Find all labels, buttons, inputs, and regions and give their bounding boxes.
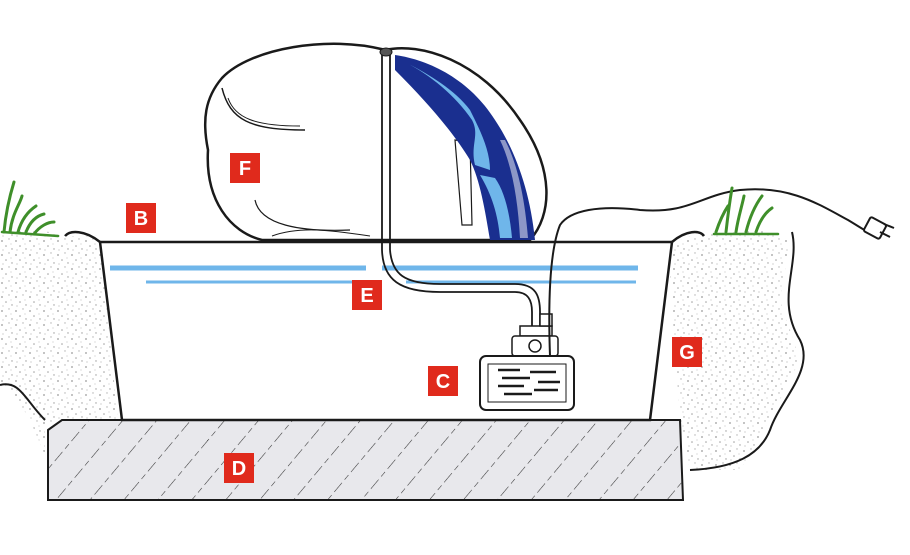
svg-text:D: D [232, 458, 246, 480]
basin [64, 230, 706, 422]
grass-left-icon [0, 180, 60, 238]
plug-icon [863, 216, 895, 240]
label-e: E [352, 280, 382, 310]
svg-text:C: C [436, 371, 450, 393]
water-lines [110, 265, 638, 284]
svg-text:E: E [360, 285, 373, 307]
label-c: C [428, 366, 458, 396]
pump [479, 313, 575, 411]
ground-right-edge [689, 231, 805, 471]
power-cord [548, 188, 869, 357]
label-b: B [126, 203, 156, 233]
svg-text:F: F [239, 158, 251, 180]
ground-left [0, 228, 118, 455]
svg-text:G: G [679, 342, 695, 364]
ground-left-edge [0, 383, 46, 421]
concrete-slab [47, 419, 685, 501]
label-f: F [230, 153, 260, 183]
fountain-pipe [379, 47, 541, 330]
water-cascade [395, 55, 535, 240]
ground-right [668, 230, 800, 470]
svg-text:B: B [134, 208, 148, 230]
label-g: G [672, 337, 702, 367]
grass-right-icon [712, 186, 780, 236]
label-d: D [224, 453, 254, 483]
